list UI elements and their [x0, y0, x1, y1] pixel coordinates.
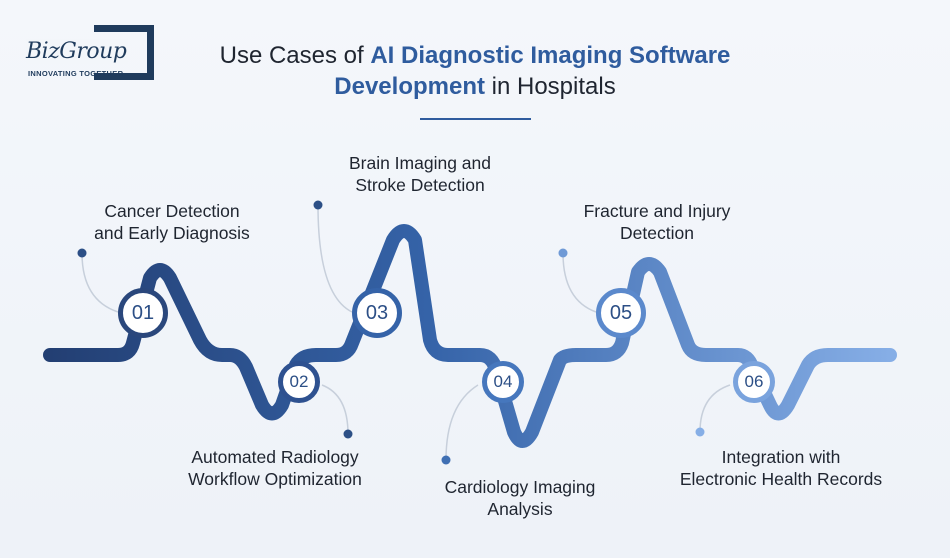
connector-06 [699, 384, 731, 433]
connector-03 [317, 204, 353, 313]
dot-01 [77, 248, 87, 258]
page-title: Use Cases of AI Diagnostic Imaging Softw… [160, 40, 790, 102]
logo-tagline: INNOVATING TOGETHER [28, 69, 124, 78]
step-label-06-line2: Electronic Health Records [679, 469, 883, 489]
connector-02 [321, 384, 349, 435]
step-label-05-line1: Fracture and Injury [583, 201, 731, 221]
step-label-01-line2: and Early Diagnosis [94, 223, 250, 243]
logo-frame [94, 25, 154, 80]
step-label-04-line2: Analysis [487, 499, 553, 519]
step-label-06: Integration with Electronic Health Recor… [665, 446, 897, 490]
title-suffix: in Hospitals [484, 73, 616, 100]
step-label-05: Fracture and Injury Detection [557, 200, 757, 244]
step-badge-02: 02 [278, 361, 320, 403]
step-label-02-line1: Automated Radiology [191, 447, 359, 467]
step-badge-05: 05 [596, 288, 646, 338]
step-label-01: Cancer Detection and Early Diagnosis [72, 200, 272, 244]
dot-02 [343, 429, 353, 439]
step-badge-01: 01 [118, 288, 168, 338]
bizgroup-logo: BizGroup INNOVATING TOGETHER [22, 25, 157, 83]
connector-04 [445, 384, 479, 461]
title-highlight-2: Development [334, 73, 485, 100]
step-label-02-line2: Workflow Optimization [188, 469, 362, 489]
dot-03 [313, 200, 323, 210]
step-label-04: Cardiology Imaging Analysis [420, 476, 620, 520]
title-highlight-1: AI Diagnostic Imaging Software [370, 42, 731, 69]
connector-05 [562, 252, 597, 313]
connector-01 [81, 252, 119, 313]
title-underline [420, 118, 531, 120]
step-label-05-line2: Detection [620, 223, 694, 243]
wave-line [43, 224, 897, 448]
connectors [81, 204, 731, 461]
step-badge-04: 04 [482, 361, 524, 403]
step-label-01-line1: Cancer Detection [104, 201, 240, 221]
step-badge-03: 03 [352, 288, 402, 338]
step-badge-06: 06 [733, 361, 775, 403]
step-label-02: Automated Radiology Workflow Optimizatio… [160, 446, 390, 490]
step-label-03: Brain Imaging and Stroke Detection [320, 152, 520, 196]
step-label-03-line2: Stroke Detection [355, 175, 485, 195]
step-label-06-line1: Integration with [721, 447, 841, 467]
connector-dots [77, 200, 705, 465]
dot-06 [695, 427, 705, 437]
step-label-04-line1: Cardiology Imaging [444, 477, 596, 497]
logo-wordmark: BizGroup [26, 39, 129, 64]
title-prefix: Use Cases of [219, 42, 371, 69]
step-label-03-line1: Brain Imaging and [348, 153, 492, 173]
dot-05 [558, 248, 568, 258]
dot-04 [441, 455, 451, 465]
